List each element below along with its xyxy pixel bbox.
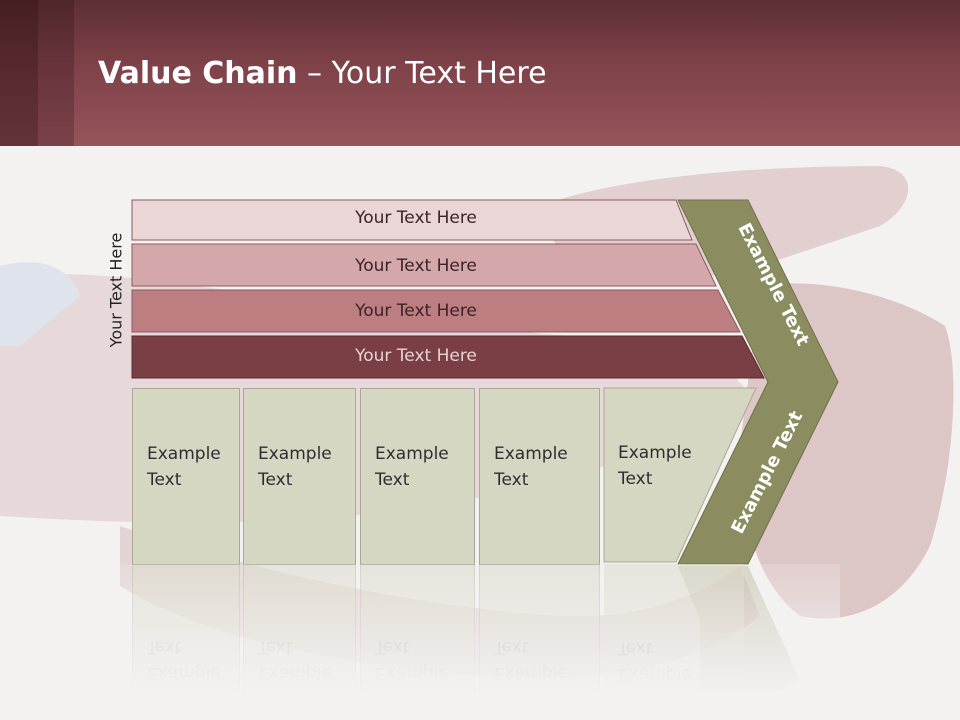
primary-column-3: Example Text bbox=[360, 388, 475, 565]
support-row-label: Your Text Here bbox=[355, 208, 477, 228]
slide-title: Value Chain – Your Text Here bbox=[98, 54, 547, 94]
side-label-text: Your Text Here bbox=[106, 232, 126, 348]
header-bar: Value Chain – Your Text Here bbox=[0, 0, 960, 146]
support-row-label: Your Text Here bbox=[355, 346, 477, 366]
header-accent-band bbox=[0, 0, 38, 146]
primary-column-label: Example Text bbox=[258, 444, 332, 490]
support-row-label: Your Text Here bbox=[355, 256, 477, 276]
slide-title-rest: – Your Text Here bbox=[297, 56, 547, 91]
primary-column-label: Example Text bbox=[147, 444, 221, 490]
primary-column-label: Example Text bbox=[375, 444, 449, 490]
support-row-label: Your Text Here bbox=[355, 301, 477, 321]
primary-column-label: Example Text bbox=[618, 443, 692, 489]
reflection-fade bbox=[120, 564, 840, 720]
header-accent-band bbox=[38, 0, 74, 146]
primary-column-4: Example Text bbox=[479, 388, 600, 565]
primary-column-5: Example Text bbox=[604, 388, 744, 563]
primary-column-label: Example Text bbox=[494, 444, 568, 490]
primary-column-2: Example Text bbox=[243, 388, 356, 565]
side-label: Your Text Here bbox=[98, 210, 134, 370]
primary-column-1: Example Text bbox=[132, 388, 240, 565]
slide-title-bold: Value Chain bbox=[98, 56, 298, 91]
